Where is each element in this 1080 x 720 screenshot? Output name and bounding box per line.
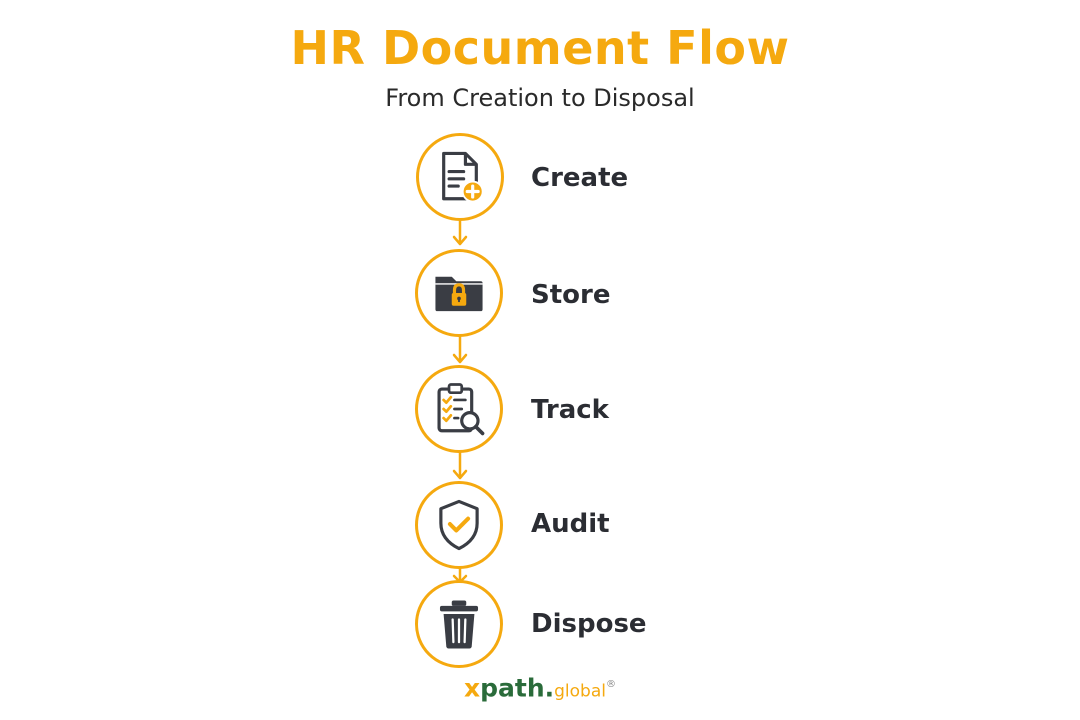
step-audit [415,481,503,569]
step-label-dispose: Dispose [531,609,647,639]
xpath-global-logo: xpath.global® [463,673,616,703]
connector-arrow [452,218,468,246]
step-label-store: Store [531,280,611,310]
step-label-create: Create [531,163,629,193]
trash-icon [439,600,479,649]
document-add-icon [442,151,484,203]
shield-check-icon [439,499,479,551]
locked-folder-icon [435,276,483,312]
checklist-search-icon [437,383,485,436]
step-track [415,365,503,453]
page-subtitle: From Creation to Disposal [385,84,695,112]
step-dispose [415,580,503,668]
connector-arrow [452,452,468,480]
step-store [415,249,503,337]
page-title: HR Document Flow [290,21,790,75]
step-create [416,133,504,221]
step-label-track: Track [531,395,609,425]
step-label-audit: Audit [531,509,610,539]
connector-arrow [452,336,468,364]
